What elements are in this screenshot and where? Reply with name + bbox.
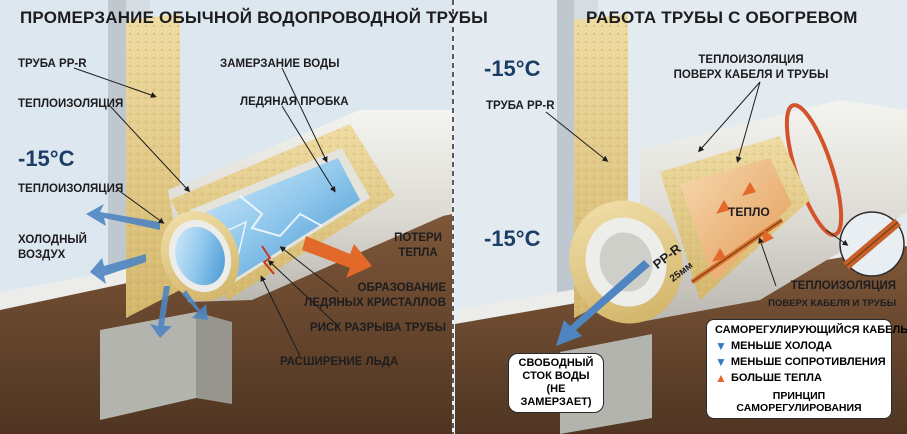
legend-item: ▼ МЕНЬШЕ СОПРОТИВЛЕНИЯ — [715, 355, 886, 369]
left-temperature: -15°C — [18, 146, 75, 171]
legend-footer: ПРИНЦИП САМОРЕГУЛИРОВАНИЯ — [736, 390, 862, 414]
left-panel-art — [0, 0, 452, 434]
arrow-down-icon: ▼ — [715, 339, 727, 353]
label-heat-loss-line1: ПОТЕРИ — [394, 232, 442, 244]
drain-line1: СВОБОДНЫЙ — [518, 357, 594, 369]
arrow-up-icon: ▲ — [715, 371, 727, 385]
right-panel-title: РАБОТА ТРУБЫ С ОБОГРЕВОМ — [586, 8, 858, 27]
arrow-down-icon: ▼ — [715, 355, 727, 369]
label-cold-air-line1: ХОЛОДНЫЙ — [18, 234, 87, 246]
label-insulation-over-line1: ТЕПЛОИЗОЛЯЦИЯ — [698, 54, 804, 66]
legend-item-label: БОЛЬШЕ ТЕПЛА — [731, 372, 822, 384]
legend-item-label: МЕНЬШЕ ХОЛОДА — [731, 340, 833, 352]
drain-line3: (НЕ ЗАМЕРЗАЕТ) — [520, 383, 592, 408]
label-insulation-top: ТЕПЛОИЗОЛЯЦИЯ — [18, 98, 124, 110]
label-water-freezing: ЗАМЕРЗАНИЕ ВОДЫ — [220, 58, 340, 70]
label-ice-crystals-line2: ЛЕДЯНЫХ КРИСТАЛЛОВ — [304, 297, 446, 309]
legend-title: САМОРЕГУЛИРУЮЩИЙСЯ КАБЕЛЬ — [715, 324, 907, 336]
drain-callout: СВОБОДНЫЙ СТОК ВОДЫ (НЕ ЗАМЕРЗАЕТ) — [508, 353, 604, 413]
legend-item: ▲ БОЛЬШЕ ТЕПЛА — [715, 372, 883, 384]
right-label-pipe-ppr: ТРУБА PP-R — [486, 100, 555, 112]
label-ice-crystals-line1: ОБРАЗОВАНИЕ — [357, 282, 446, 294]
label-pipe-ppr: ТРУБА PP-R — [18, 58, 87, 70]
label-insulation-mid: ТЕПЛОИЗОЛЯЦИЯ — [18, 183, 124, 195]
label-heat-loss-line2: ТЕПЛА — [398, 247, 438, 259]
label-ice-plug: ЛЕДЯНАЯ ПРОБКА — [240, 96, 349, 108]
label-ice-expansion: РАСШИРЕНИЕ ЛЬДА — [280, 356, 399, 368]
legend-item: ▼ МЕНЬШЕ ХОЛОДА — [715, 340, 883, 352]
cable-legend: САМОРЕГУЛИРУЮЩИЙСЯ КАБЕЛЬ ▼ МЕНЬШЕ ХОЛОД… — [706, 319, 907, 419]
label-insulation-side: ТЕПЛОИЗОЛЯЦИЯ — [790, 280, 896, 292]
label-cold-air-line2: ВОЗДУХ — [18, 249, 66, 261]
label-burst-risk: РИСК РАЗРЫВА ТРУБЫ — [309, 322, 446, 334]
right-temperature-top: -15°C — [484, 56, 541, 81]
label-heat: ТЕПЛО — [728, 205, 770, 219]
left-panel-title: ПРОМЕРЗАНИЕ ОБЫЧНОЙ ВОДОПРОВОДНОЙ ТРУБЫ — [20, 8, 489, 27]
label-insulation-over-line2: ПОВЕРХ КАБЕЛЯ И ТРУБЫ — [673, 69, 829, 81]
legend-item-label: МЕНЬШЕ СОПРОТИВЛЕНИЯ — [730, 356, 886, 368]
drain-line2: СТОК ВОДЫ — [522, 370, 590, 382]
label-insulation-side-sub: ПОВЕРХ КАБЕЛЯ И ТРУБЫ — [768, 298, 896, 309]
right-temperature-mid: -15°C — [484, 226, 541, 251]
